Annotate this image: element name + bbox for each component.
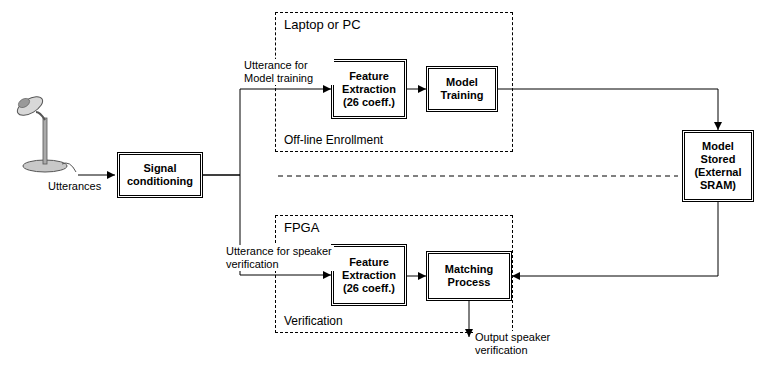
connector-arrow [203, 89, 331, 175]
process-box: Feature Extraction (26 coeff.) [331, 59, 407, 119]
process-box: Feature Extraction (26 coeff.) [331, 244, 407, 306]
box-label: Feature Extraction (26 coeff.) [334, 70, 404, 109]
output-label: Output speaker verification [475, 331, 585, 357]
edge-label: Utterance for Model training [244, 59, 334, 85]
box-label: Signal conditioning [120, 162, 200, 188]
group-heading: FPGA [284, 220, 319, 235]
input-label: Utterances [48, 180, 101, 193]
edge-label: Utterance for speaker verification [226, 245, 334, 271]
microphone-icon [14, 93, 76, 172]
mic-neck [36, 112, 45, 120]
input-arrow [78, 175, 115, 176]
storage-box: Model Stored (External SRAM) [682, 130, 754, 202]
separator-line [278, 176, 678, 177]
group-region: FPGA Verification Feature Extraction (26 c… [275, 215, 513, 333]
group-footer: Verification [284, 314, 343, 328]
output-arrow [469, 301, 470, 337]
group-heading: Laptop or PC [284, 17, 361, 32]
connector-arrow [407, 276, 426, 277]
process-box: Matching Process [426, 251, 512, 301]
process-box: Model Training [426, 66, 498, 112]
process-box: Signal conditioning [117, 152, 203, 198]
connector-arrow [407, 89, 426, 90]
box-label: Model Stored (External SRAM) [685, 140, 751, 192]
mic-head [14, 93, 45, 119]
box-label: Matching Process [429, 263, 509, 289]
box-label: Feature Extraction (26 coeff.) [334, 256, 404, 295]
mic-stand [43, 118, 47, 164]
box-label: Model Training [429, 76, 495, 102]
connector-arrow [512, 202, 718, 276]
connector-arrow [498, 89, 718, 130]
mic-grille [17, 97, 31, 110]
mic-cable [62, 163, 76, 172]
group-footer: Off-line Enrollment [284, 133, 383, 147]
